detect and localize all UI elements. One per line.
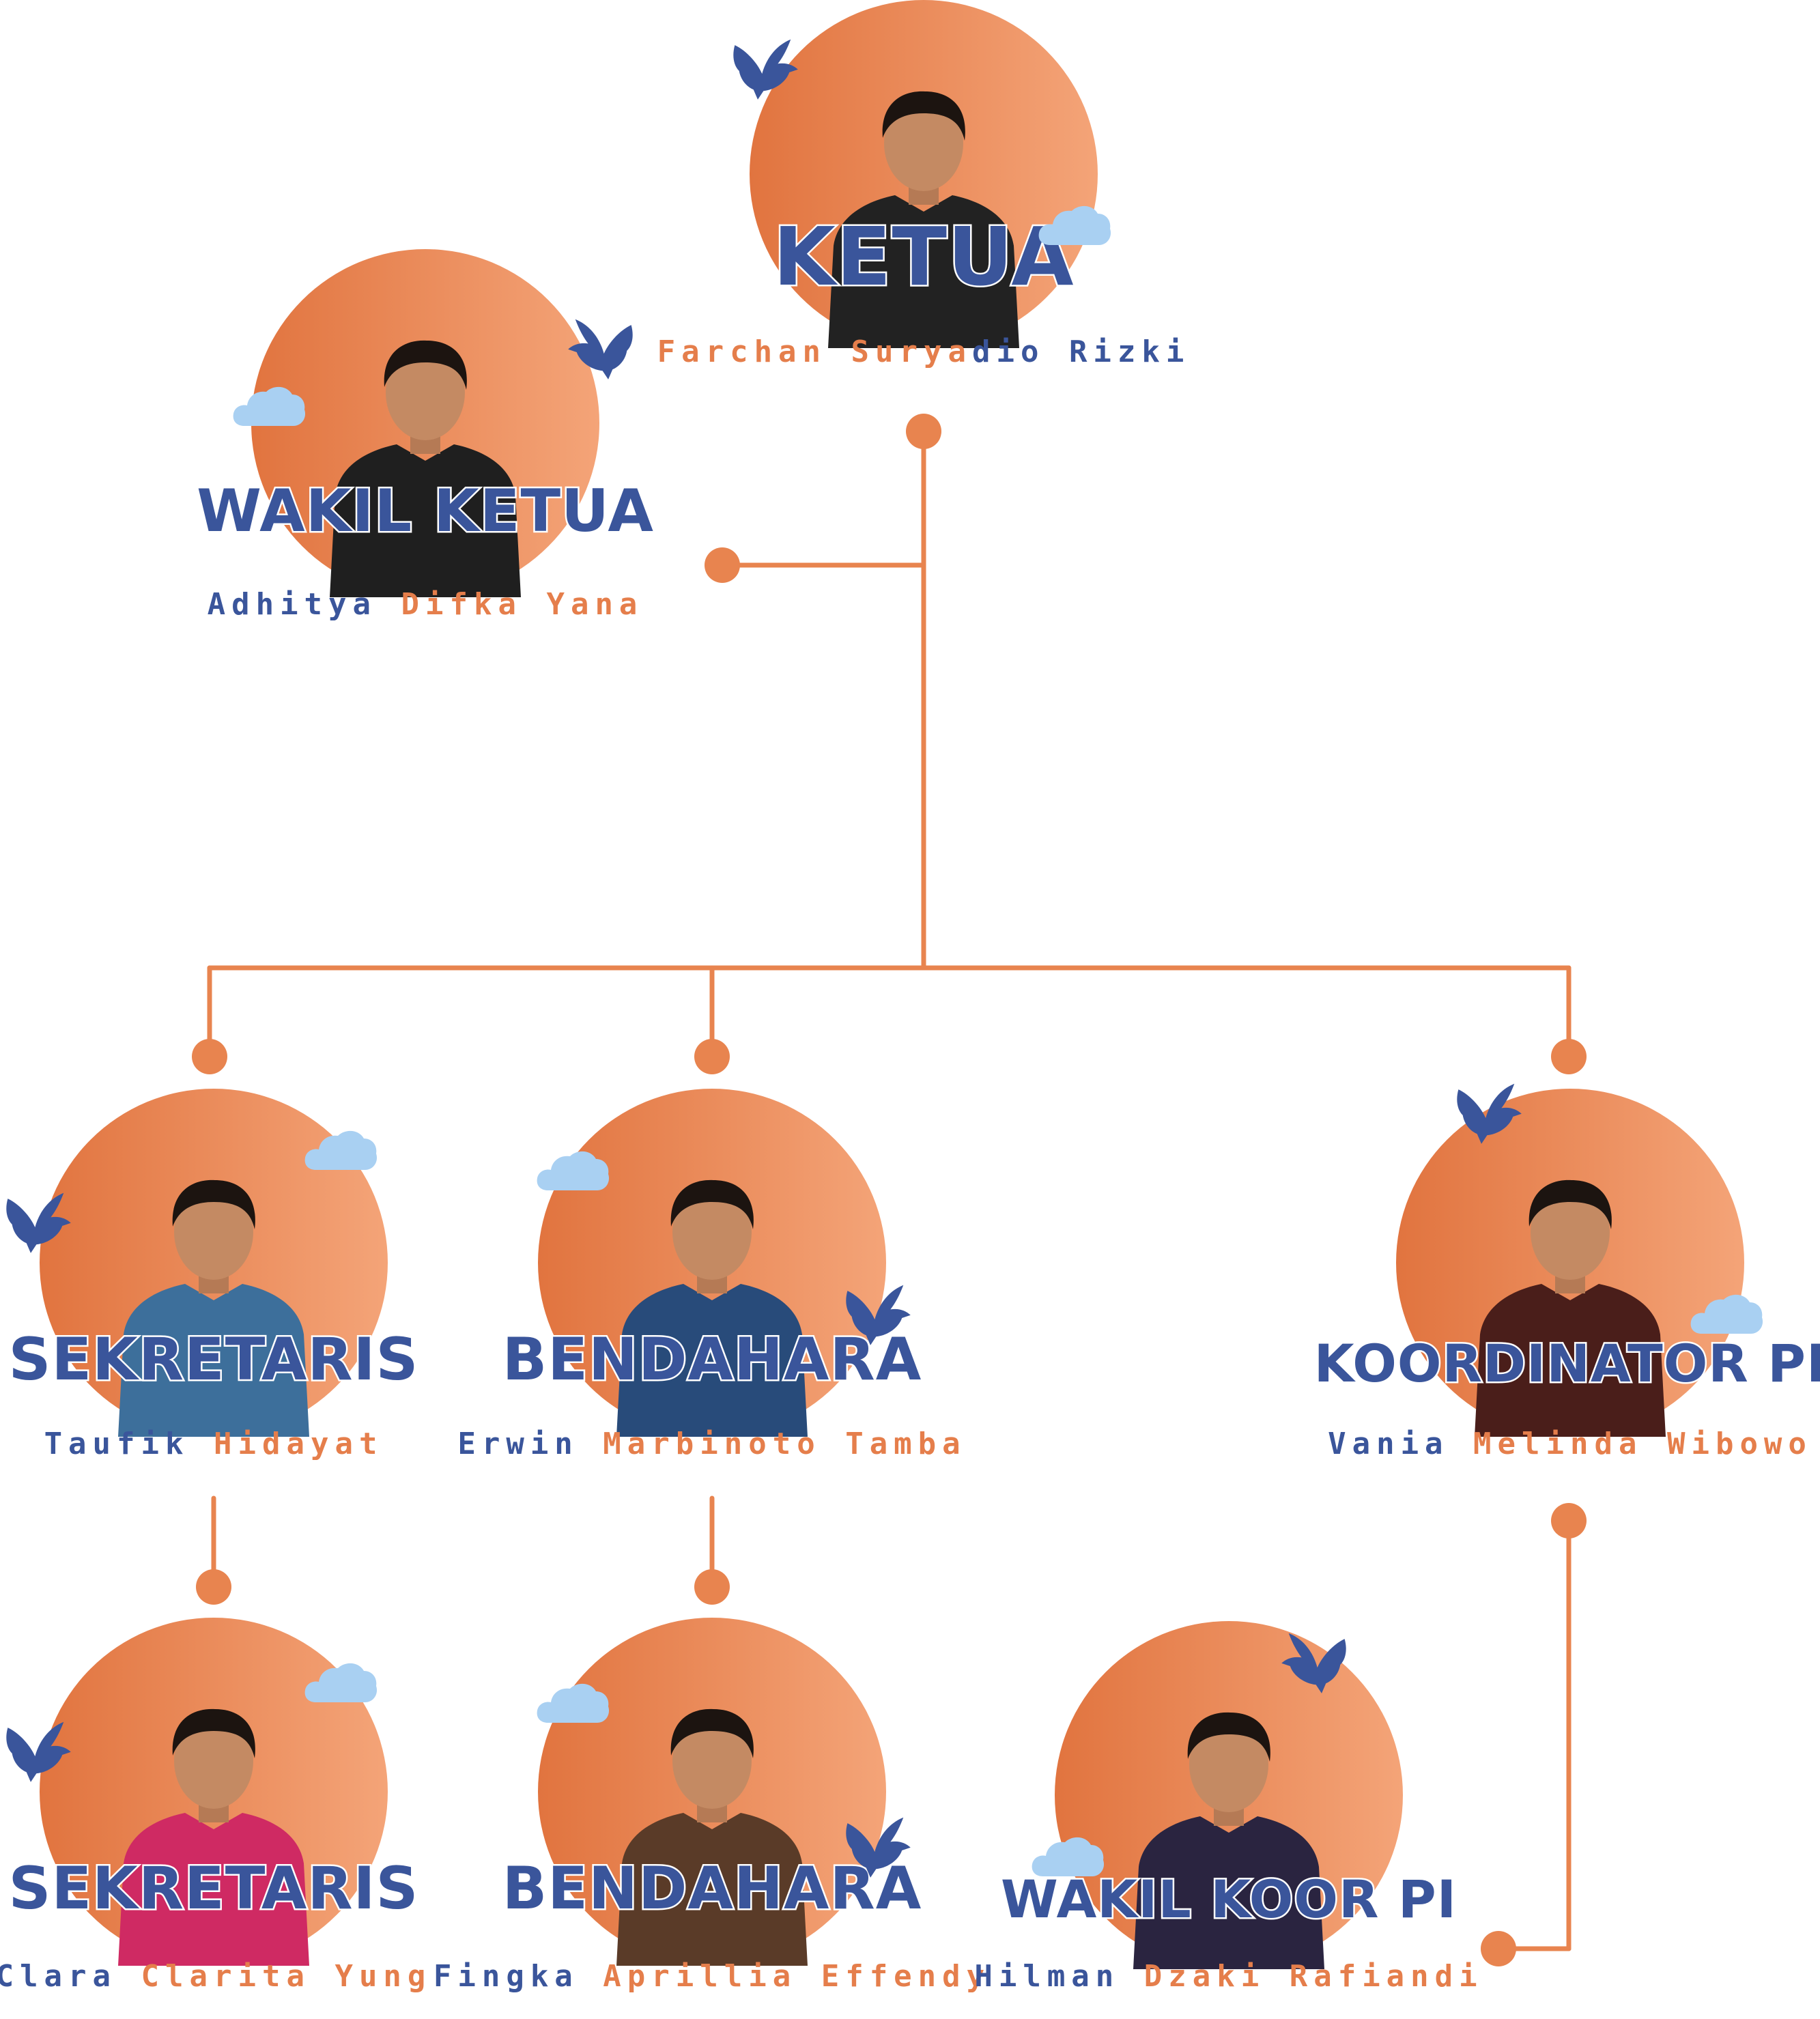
node-dot-wakil-koor-pi xyxy=(1481,1931,1516,1966)
cloud-icon xyxy=(304,1660,379,1708)
role-title: WAKIL KETUA xyxy=(195,475,655,547)
member-name-part2: Hidayat xyxy=(214,1427,384,1461)
role-title: KOORDINATOR PI xyxy=(1312,1331,1820,1395)
dove-icon xyxy=(2,1183,74,1258)
cloud-icon xyxy=(304,1128,379,1176)
person-photo xyxy=(104,1164,323,1440)
dove-icon xyxy=(842,1275,913,1350)
node-dot-sekretaris-2 xyxy=(196,1569,231,1605)
dove-icon xyxy=(842,1807,913,1882)
dove-icon xyxy=(565,309,637,384)
cloud-icon xyxy=(1038,203,1113,251)
role-title: BENDAHARA xyxy=(500,1852,923,1924)
member-name: Clara Clarita Yung xyxy=(0,1959,431,1994)
node-dot-bendahara-1 xyxy=(694,1039,730,1074)
dove-icon xyxy=(1453,1074,1524,1149)
node-dot-sekretaris-1 xyxy=(192,1039,227,1074)
member-name-part2: Aprillia Effendy xyxy=(603,1959,991,1994)
person-photo xyxy=(1461,1164,1679,1440)
person-photo xyxy=(814,75,1033,352)
role-title: BENDAHARA xyxy=(500,1323,923,1395)
person-photo xyxy=(1120,1696,1338,1973)
cloud-icon xyxy=(232,384,307,432)
member-name: Vania Melinda Wibowo xyxy=(1328,1427,1812,1461)
node-dot-koordinator-pi xyxy=(1551,1039,1587,1074)
dove-icon xyxy=(729,29,801,104)
member-name: Fingka Aprillia Effendy xyxy=(433,1959,991,1994)
member-name-part2: Difka Yana xyxy=(401,587,644,622)
member-name-part1: Farchan Surya xyxy=(657,334,972,369)
member-name-part1: Clara xyxy=(0,1959,141,1994)
member-name-part2: dio Rizki xyxy=(971,334,1191,369)
member-name-part1: Fingka xyxy=(433,1959,603,1994)
member-name-part2: Dzaki Rafiandi xyxy=(1143,1959,1483,1994)
member-name: Adhitya Difka Yana xyxy=(208,587,644,622)
member-name: Hilman Dzaki Rafiandi xyxy=(974,1959,1483,1994)
role-title: WAKIL KOOR PI xyxy=(999,1867,1458,1931)
member-name: Farchan Suryadio Rizki xyxy=(657,334,1191,369)
member-name-part1: Vania xyxy=(1328,1427,1474,1461)
dove-icon xyxy=(1279,1623,1350,1698)
dove-icon xyxy=(2,1712,74,1787)
node-dot-wakil-ketua xyxy=(705,547,740,583)
member-name-part1: Taufik xyxy=(44,1427,214,1461)
person-photo xyxy=(104,1693,323,1969)
cloud-icon xyxy=(1690,1291,1765,1340)
member-name-part1: Adhitya xyxy=(207,587,401,622)
member-name-part2: Melinda Wibowo xyxy=(1473,1427,1812,1461)
person-photo xyxy=(316,324,535,601)
role-title: SEKRETARIS xyxy=(7,1323,420,1395)
role-title: KETUA xyxy=(771,207,1075,305)
member-name-part1: Erwin xyxy=(457,1427,603,1461)
cloud-icon xyxy=(1031,1834,1106,1882)
member-name-part2: Marbinoto Tamba xyxy=(603,1427,967,1461)
member-name-part1: Hilman xyxy=(974,1959,1144,1994)
cloud-icon xyxy=(536,1680,611,1729)
cloud-icon xyxy=(536,1148,611,1197)
person-photo xyxy=(603,1693,821,1969)
member-name-part2: Clarita Yung xyxy=(141,1959,432,1994)
member-name: Taufik Hidayat xyxy=(44,1427,384,1461)
node-dot-bendahara-2 xyxy=(694,1569,730,1605)
person-photo xyxy=(603,1164,821,1440)
member-name: Erwin Marbinoto Tamba xyxy=(457,1427,966,1461)
role-title: SEKRETARIS xyxy=(7,1852,420,1924)
